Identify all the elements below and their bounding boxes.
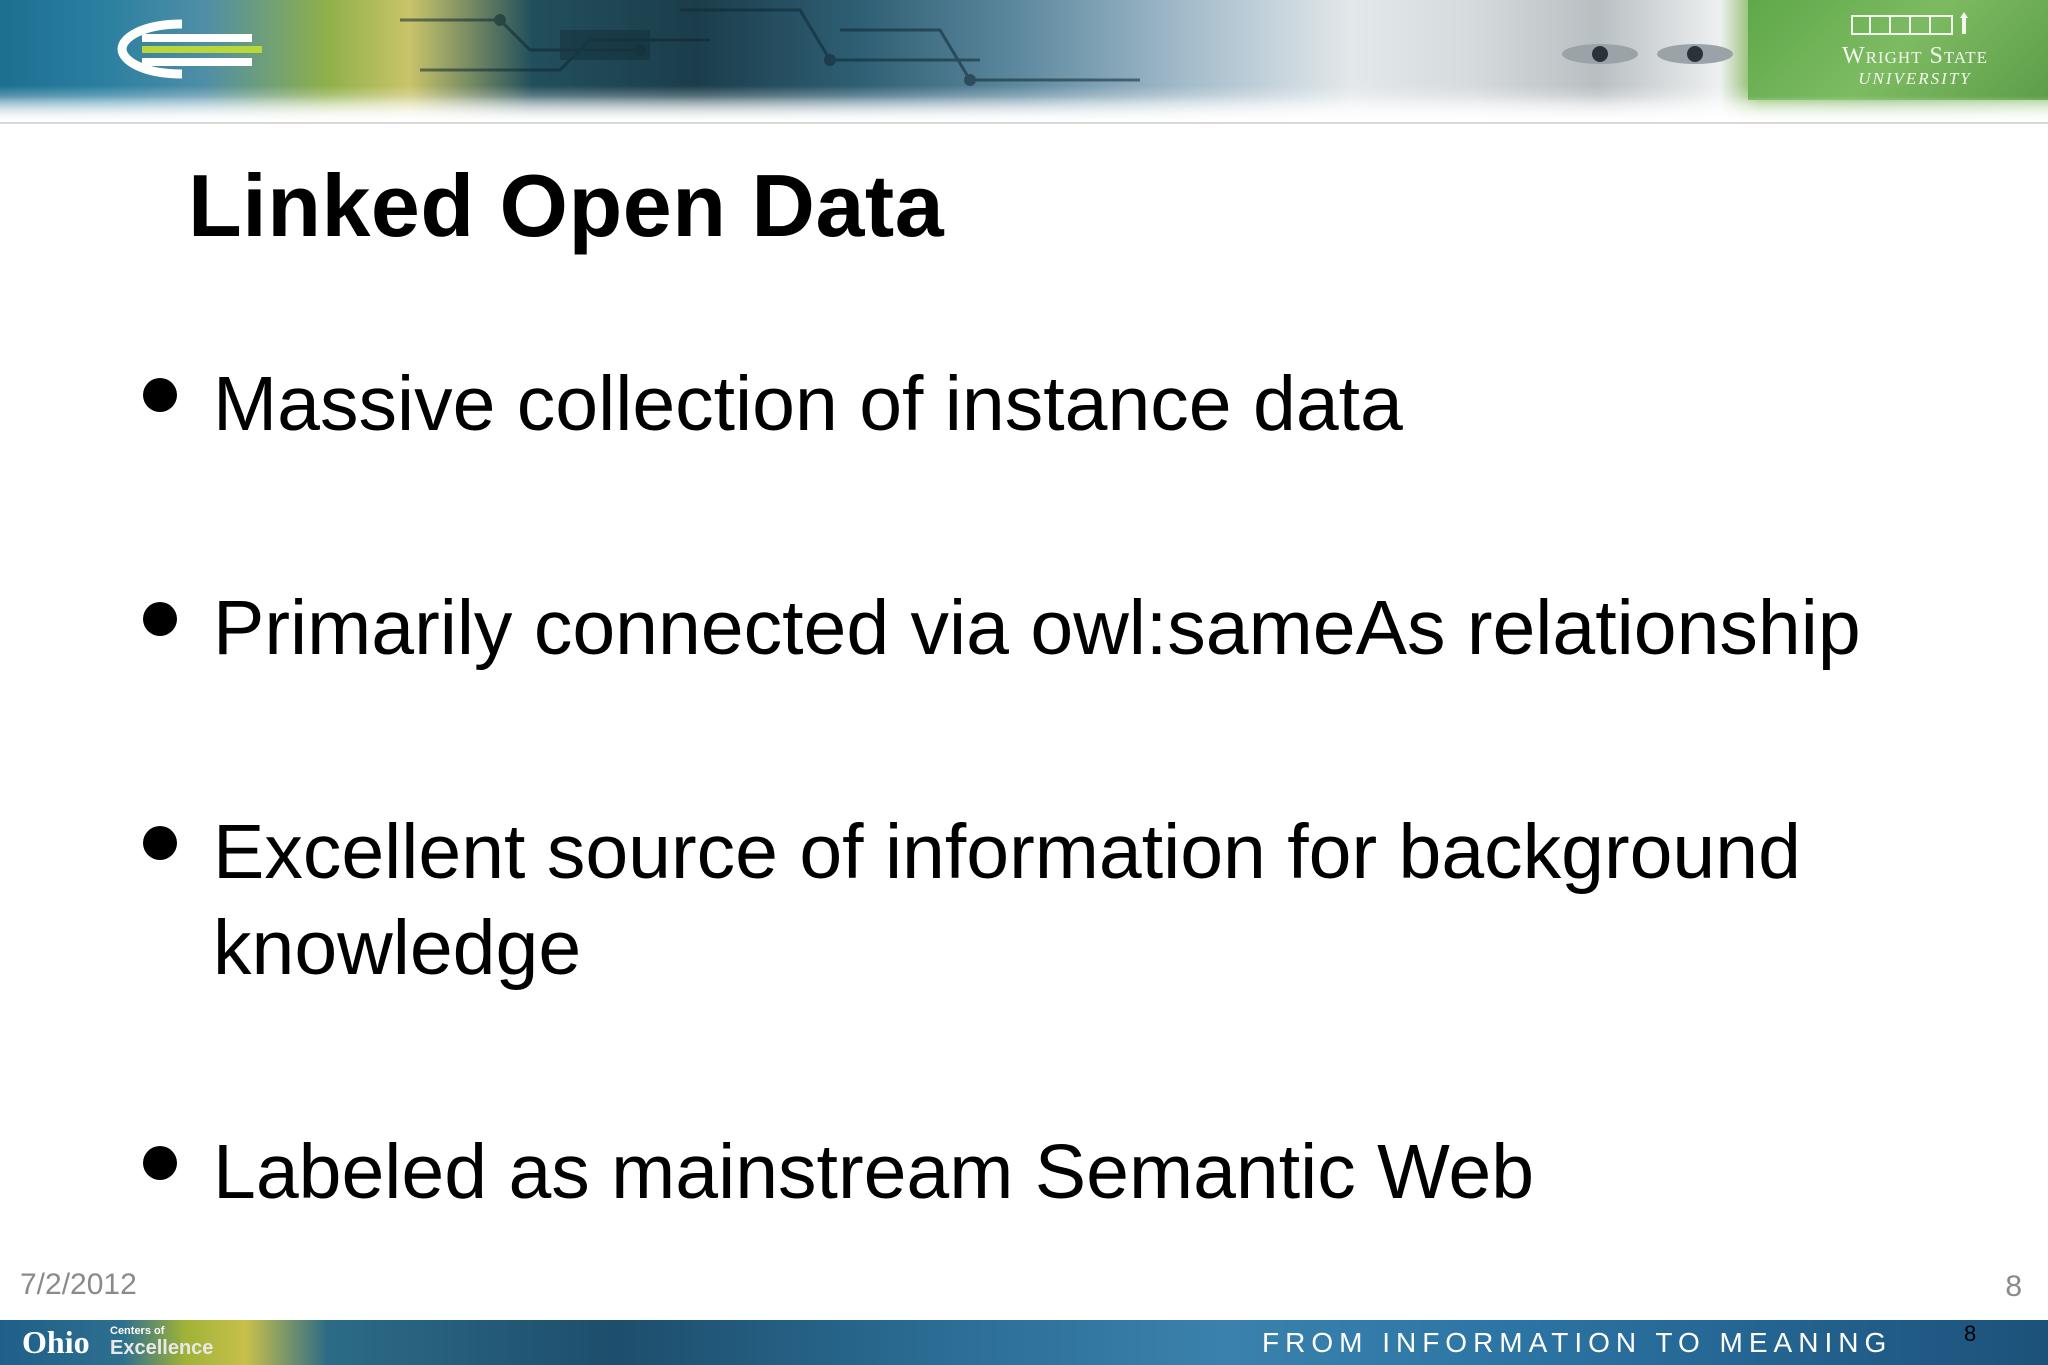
- slide-date: 7/2/2012: [20, 1268, 137, 1301]
- footer-tagline: FROM INFORMATION TO MEANING: [1262, 1327, 1893, 1358]
- bullet-dot-icon: [143, 1146, 177, 1180]
- bullet-dot-icon: [143, 826, 177, 860]
- bullet-dot-icon: [143, 602, 177, 636]
- university-building-icon: [1851, 12, 1968, 35]
- eyes-graphic: [1562, 44, 1733, 64]
- kno-e-logo-icon: [117, 19, 262, 79]
- university-wordmark: Wright State UNIVERSITY: [1800, 44, 2030, 87]
- footer-page-number: 8: [1964, 1321, 1977, 1346]
- bullet-text: Labeled as mainstream Semantic Web: [213, 1129, 1535, 1215]
- bullet-text: Massive collection of instance data: [213, 361, 1403, 447]
- bullet-text: Primarily connected via owl:sameAs relat…: [213, 585, 1861, 671]
- footer-brand: Ohio: [22, 1324, 90, 1360]
- bullet-text: Excellent source of information for back…: [213, 809, 1801, 991]
- footer-banner: [0, 1320, 2048, 1365]
- circuit-board-graphic: [400, 8, 1140, 86]
- footer-brand-sub: Excellence: [110, 1337, 214, 1359]
- footer-brand-small: Centers of: [110, 1325, 165, 1337]
- university-name: Wright State: [1841, 43, 1989, 69]
- bullet-dot-icon: [143, 378, 177, 412]
- slide-page-number: 8: [2005, 1270, 2022, 1303]
- header-banner: Wright State UNIVERSITY: [0, 0, 2048, 124]
- university-subtitle: UNIVERSITY: [1858, 69, 1972, 88]
- slide-title: Linked Open Data: [188, 156, 945, 255]
